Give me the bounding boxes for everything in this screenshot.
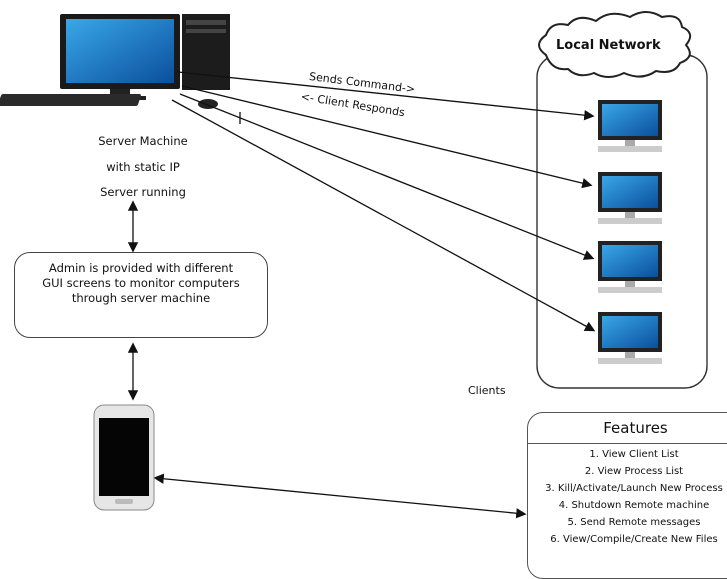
network-title: Local Network [556, 38, 661, 53]
client-computer-icon [598, 312, 662, 364]
features-title: Features [603, 419, 668, 437]
feature-item: 5. Send Remote messages [567, 517, 701, 528]
server-label-line: Server running [100, 185, 186, 199]
features-divider [528, 443, 727, 444]
admin-description-box: Admin is provided with different GUI scr… [14, 252, 268, 338]
client-computer-icon [598, 100, 662, 152]
feature-item: 1. View Client List [589, 449, 679, 460]
connection-arrow [181, 85, 593, 189]
features-list: 1. View Client List 2. View Process List… [534, 449, 727, 551]
feature-item: 3. Kill/Activate/Launch New Process [545, 483, 723, 494]
server-label-line: Server Machine [98, 134, 188, 148]
connection-arrow [177, 71, 595, 121]
feature-item: 2. View Process List [584, 466, 684, 477]
features-link-arrow [153, 473, 527, 519]
feature-item: 6. View/Compile/Create New Files [550, 534, 718, 545]
client-computer-icon [598, 172, 662, 224]
cloud-shape [538, 11, 692, 78]
feature-item: 4. Shutdown Remote machine [558, 500, 710, 511]
server-computer-icon [0, 14, 230, 109]
connection-arrow [179, 93, 595, 260]
clients-label: Clients [468, 384, 506, 397]
client-computer-icon [598, 241, 662, 293]
connection-arrow [171, 99, 596, 332]
smartphone-icon [93, 404, 155, 511]
features-panel: Features 1. View Client List 2. View Pro… [527, 412, 727, 579]
server-label-line: with static IP [106, 160, 180, 174]
